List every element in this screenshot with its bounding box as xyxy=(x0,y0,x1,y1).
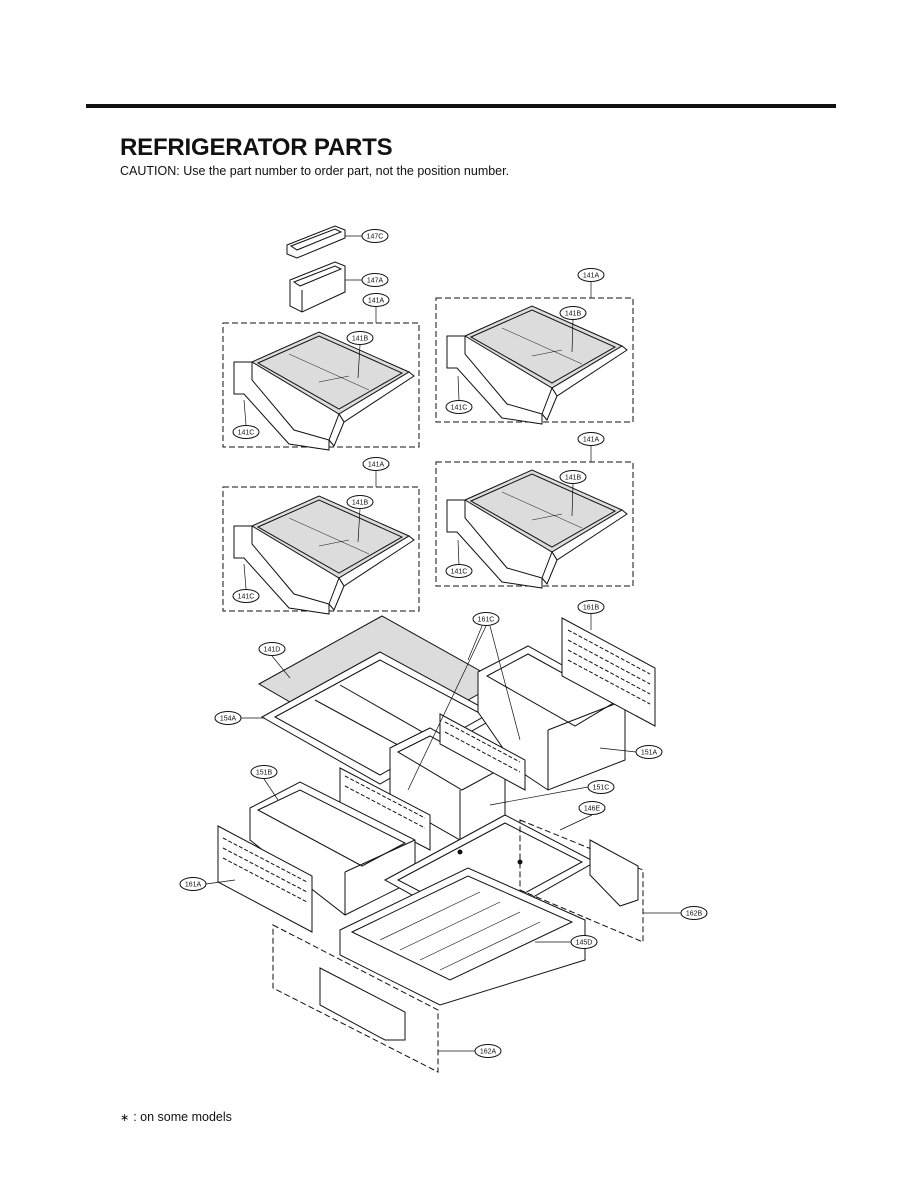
tray-147c xyxy=(286,225,346,259)
leader-lines xyxy=(205,235,681,1052)
callout-154a: 154A xyxy=(214,711,242,725)
asterisk-symbol: ∗ xyxy=(120,1112,130,1124)
svg-text:141C: 141C xyxy=(451,405,468,412)
callout-141b-4: 141B xyxy=(559,470,587,484)
svg-text:141B: 141B xyxy=(352,500,369,507)
svg-text:141A: 141A xyxy=(368,462,385,469)
svg-text:161C: 161C xyxy=(478,617,495,624)
svg-text:151A: 151A xyxy=(641,750,658,757)
svg-text:161A: 161A xyxy=(185,882,202,889)
svg-text:141A: 141A xyxy=(583,437,600,444)
shelf-assembly-3 xyxy=(222,486,420,615)
svg-text:161B: 161B xyxy=(583,605,600,612)
footnote: ∗: on some models xyxy=(120,1110,232,1124)
svg-text:141C: 141C xyxy=(451,569,468,576)
callout-141b-2: 141B xyxy=(559,306,587,320)
svg-text:141A: 141A xyxy=(368,298,385,305)
svg-text:141C: 141C xyxy=(238,430,255,437)
svg-text:141D: 141D xyxy=(264,647,281,654)
callout-141c-2: 141C xyxy=(445,400,473,414)
callout-141c-1: 141C xyxy=(232,425,260,439)
rail-162b xyxy=(519,819,644,943)
svg-text:141B: 141B xyxy=(352,336,369,343)
callout-146e: 146E xyxy=(578,801,606,815)
callout-162a: 162A xyxy=(474,1044,502,1058)
callout-161c: 161C xyxy=(472,612,500,626)
callout-147c: 147C xyxy=(361,229,389,243)
callout-145d: 145D xyxy=(570,935,598,949)
svg-text:151C: 151C xyxy=(593,785,610,792)
callout-141a-3: 141A xyxy=(362,457,390,471)
shelf-assembly-1 xyxy=(222,322,420,451)
crisper-drawer-151b xyxy=(249,781,416,916)
svg-text:141C: 141C xyxy=(238,594,255,601)
callout-141d: 141D xyxy=(258,642,286,656)
svg-text:162A: 162A xyxy=(480,1049,497,1056)
callout-141a-4: 141A xyxy=(577,432,605,446)
callout-141c-4: 141C xyxy=(445,564,473,578)
shelf-assembly-2 xyxy=(435,297,634,425)
callout-161a: 161A xyxy=(179,877,207,891)
callout-147a: 147A xyxy=(361,273,389,287)
callout-141a-2: 141A xyxy=(577,268,605,282)
svg-text:141B: 141B xyxy=(565,475,582,482)
drawer-rail-161a xyxy=(217,825,313,933)
svg-text:147A: 147A xyxy=(367,278,384,285)
svg-text:162B: 162B xyxy=(686,911,703,918)
callout-151b: 151B xyxy=(250,765,278,779)
tray-147a xyxy=(289,261,346,313)
top-rule xyxy=(86,104,836,108)
callout-162b: 162B xyxy=(680,906,708,920)
page-title: REFRIGERATOR PARTS xyxy=(120,134,393,161)
svg-text:151B: 151B xyxy=(256,770,273,777)
caution-text: CAUTION: Use the part number to order pa… xyxy=(120,164,510,178)
drawer-rail-161b xyxy=(561,617,656,727)
svg-text:145D: 145D xyxy=(576,940,593,947)
callout-141b-3: 141B xyxy=(346,495,374,509)
svg-text:147C: 147C xyxy=(367,234,384,241)
callout-141c-3: 141C xyxy=(232,589,260,603)
shelf-assembly-4 xyxy=(435,461,634,589)
callouts: 147C 147A 141A 141B 141C 141A 141B 141C … xyxy=(179,229,708,1058)
rail-162a xyxy=(272,924,439,1073)
footnote-text: : on some models xyxy=(133,1110,232,1124)
svg-text:154A: 154A xyxy=(220,716,237,723)
svg-text:141A: 141A xyxy=(583,273,600,280)
callout-151c: 151C xyxy=(587,780,615,794)
svg-text:146E: 146E xyxy=(584,806,601,813)
callout-141a-1: 141A xyxy=(362,293,390,307)
callout-151a: 151A xyxy=(635,745,663,759)
pantry-drawer-145d xyxy=(339,867,586,1006)
svg-text:141B: 141B xyxy=(565,311,582,318)
center-rail-161c xyxy=(339,713,526,851)
callout-141b-1: 141B xyxy=(346,331,374,345)
callout-161b: 161B xyxy=(577,600,605,614)
